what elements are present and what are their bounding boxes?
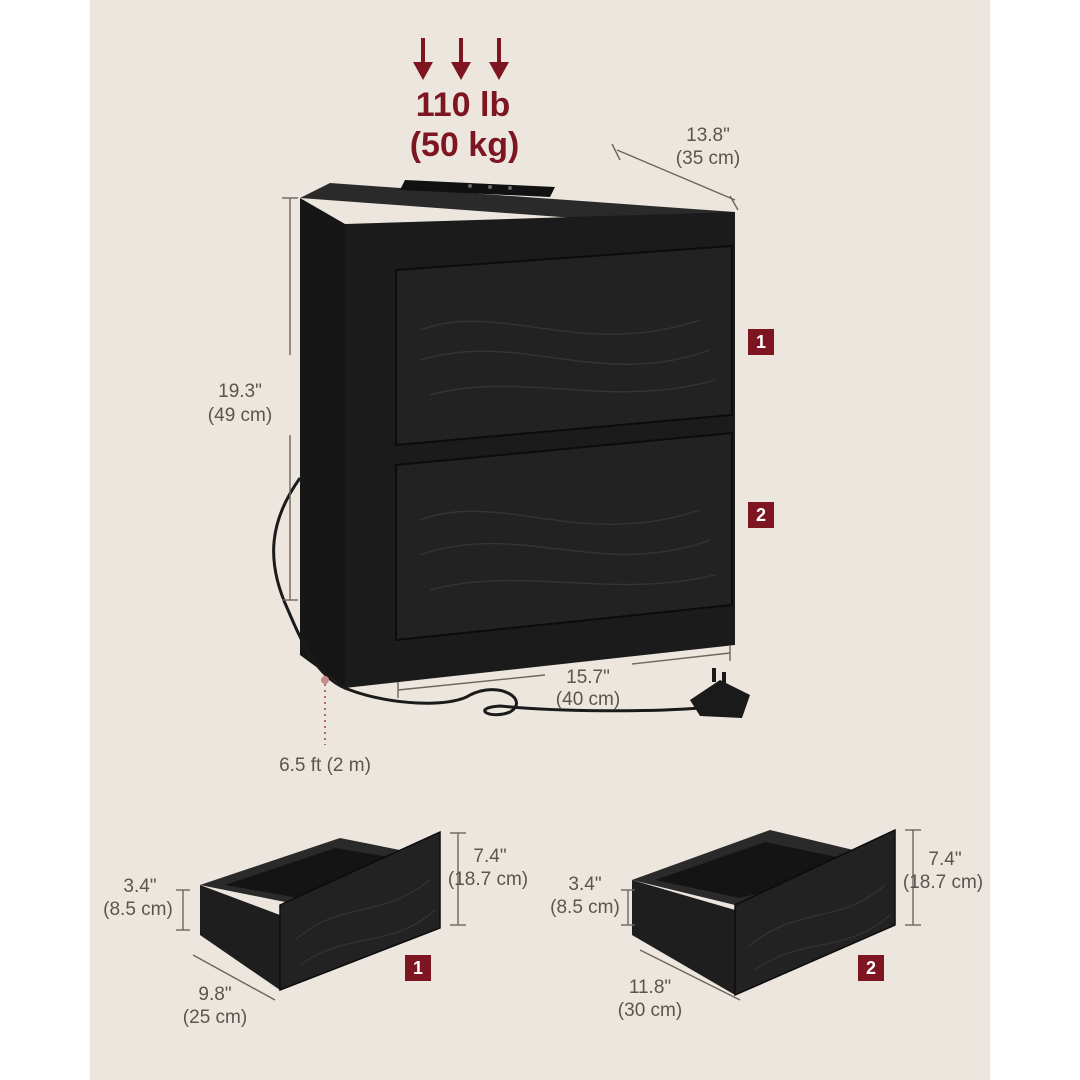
drawer-2-front-height-metric: (18.7 cm) (902, 872, 984, 893)
height-imperial: 19.3" (218, 381, 262, 402)
drawer-2-illustration (632, 828, 896, 997)
cable-marker (321, 676, 329, 684)
nightstand-illustration (300, 180, 735, 688)
load-capacity-line1: 110 lb (415, 86, 511, 124)
load-arrows (413, 38, 509, 80)
drawer-1-depth-metric: (25 cm) (182, 1007, 248, 1028)
drawer-2-illustration-badge: 2 (858, 955, 884, 981)
drawer-1-inner-height-imperial: 3.4" (123, 876, 157, 897)
drawer-1-front (395, 244, 733, 447)
drawer-1-depth-imperial: 9.8" (198, 984, 232, 1005)
drawer-2-dimension-lines (621, 829, 921, 1001)
dimension-lines (282, 143, 739, 698)
power-cable (272, 477, 701, 717)
drawer-1-front-height-imperial: 7.4" (473, 846, 507, 867)
drawer-1-illustration-badge: 1 (405, 955, 431, 981)
drawer-2-front (395, 431, 733, 642)
drawer-2-depth-metric: (30 cm) (617, 1000, 683, 1021)
plug-icon (690, 668, 750, 718)
cable-length: 6.5 ft (2 m) (279, 755, 371, 776)
depth-metric: (35 cm) (675, 148, 741, 169)
width-metric: (40 cm) (555, 689, 621, 710)
drawer-1-dimension-lines (176, 832, 466, 1001)
depth-imperial: 13.8" (686, 125, 730, 146)
load-capacity-line2: (50 kg) (409, 126, 520, 164)
drawer-1-front-height-metric: (18.7 cm) (447, 869, 529, 890)
drawer-2-inner-height-metric: (8.5 cm) (550, 897, 620, 918)
drawer-2-badge: 2 (748, 502, 774, 528)
width-imperial: 15.7" (566, 667, 610, 688)
drawer-2-depth-imperial: 11.8" (628, 977, 672, 998)
drawer-1-badge: 1 (748, 329, 774, 355)
height-metric: (49 cm) (207, 405, 273, 426)
drawer-2-inner-height-imperial: 3.4" (568, 874, 602, 895)
drawer-1-inner-height-metric: (8.5 cm) (103, 899, 173, 920)
drawer-2-front-height-imperial: 7.4" (928, 849, 962, 870)
drawer-1-illustration (200, 830, 441, 992)
charging-panel (400, 180, 555, 197)
